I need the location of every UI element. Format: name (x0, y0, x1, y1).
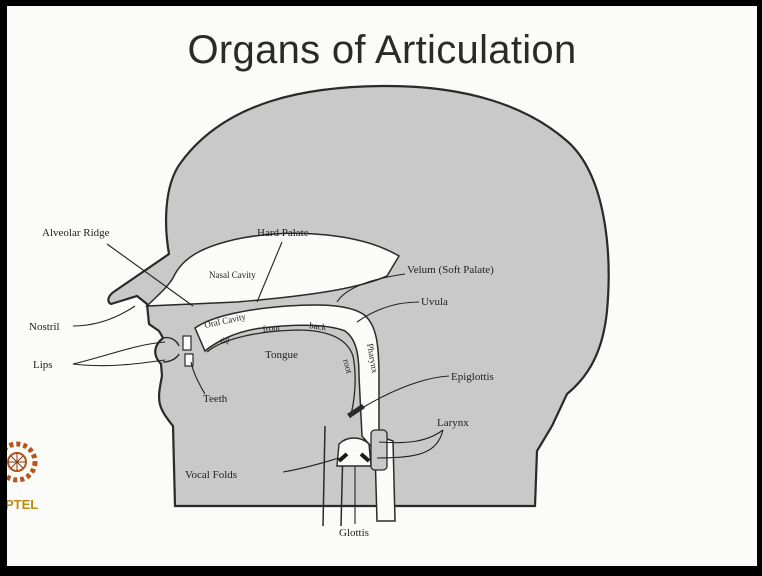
larynx-cartilage (371, 430, 387, 470)
label-vocal-folds: Vocal Folds (185, 469, 237, 481)
label-tongue: Tongue (265, 349, 298, 361)
label-uvula: Uvula (421, 296, 448, 308)
label-hard-palate: Hard Palate (257, 227, 309, 239)
label-velum: Velum (Soft Palate) (407, 264, 494, 276)
label-epiglottis: Epiglottis (451, 371, 494, 383)
larynx-shape (337, 438, 371, 466)
label-lips: Lips (33, 359, 53, 371)
label-teeth: Teeth (203, 393, 228, 405)
logo-text: PTEL (7, 497, 38, 512)
slide: Organs of Articulation (7, 6, 757, 566)
leader-nostril (73, 306, 135, 326)
label-nostril: Nostril (29, 321, 60, 333)
label-nasal-cavity: Nasal Cavity (209, 270, 256, 280)
label-tongue-front: front (262, 322, 281, 334)
nptel-logo: PTEL (7, 436, 57, 516)
label-alveolar-ridge: Alveolar Ridge (42, 227, 110, 239)
label-glottis: Glottis (339, 527, 369, 539)
upper-teeth (183, 336, 191, 350)
label-larynx: Larynx (437, 417, 469, 429)
articulation-diagram: Alveolar Ridge Hard Palate Nasal Cavity … (7, 6, 757, 566)
leader-lips-upper (73, 342, 165, 364)
